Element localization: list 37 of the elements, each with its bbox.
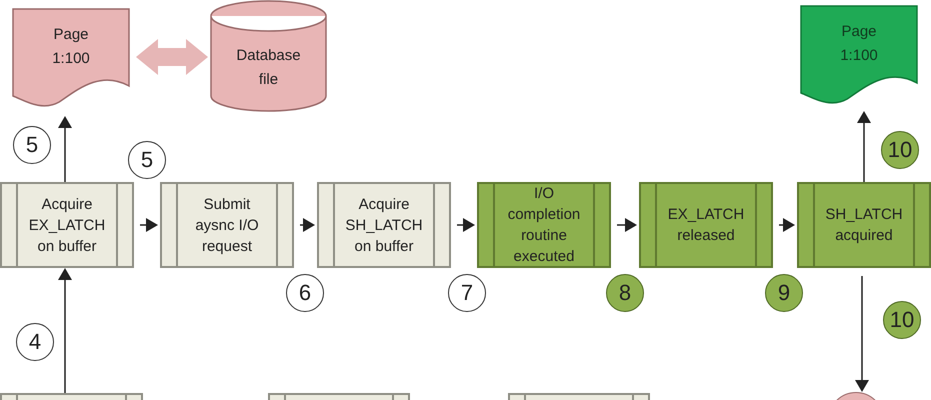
arrow [140,218,158,232]
callout-number: 5 [128,141,166,179]
callout-number: 5 [13,126,51,164]
process-box [160,182,294,268]
callout-number: 7 [448,274,486,312]
node-label: Submit aysnc I/O request [194,194,260,256]
process-box [639,182,773,268]
node-label: Page 1:100 [839,22,879,66]
arrow [855,276,869,392]
arrow [300,218,315,232]
callout-number: 6 [286,274,324,312]
node-label: EX_LATCH released [666,205,746,246]
callout-number: 10 [883,301,921,339]
callout-number: 9 [765,274,803,312]
document-shape [12,8,130,108]
callout-number: 4 [16,323,54,361]
arrow [617,218,637,232]
process-box [0,182,134,268]
arrow [58,268,72,393]
process-box [797,182,931,268]
double-arrow [136,39,208,75]
process-box [477,182,611,268]
arrow [58,116,72,182]
callout-number: 10 [881,131,919,169]
node-label: Acquire EX_LATCH on buffer [28,194,106,256]
node-label: Page 1:100 [51,25,91,69]
node-label: I/O completion routine executed [506,184,582,267]
process-box [317,182,451,268]
arrow [457,218,475,232]
node-label: SH_LATCH acquired [824,205,904,246]
arrow [779,218,795,232]
node-label: Database file [235,46,302,90]
node-label: Acquire SH_LATCH on buffer [344,194,424,256]
arrow [857,111,871,182]
database-cylinder [210,0,327,112]
callout-number: 8 [606,274,644,312]
document-shape [800,5,918,105]
